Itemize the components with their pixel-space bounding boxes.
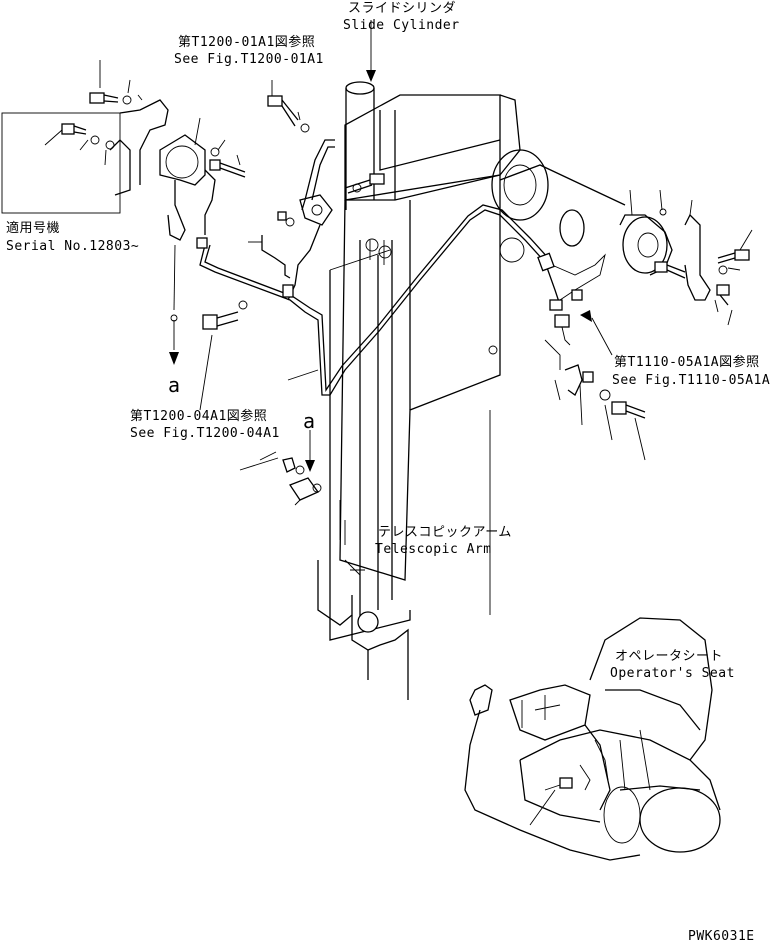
boom-body (317, 94, 626, 700)
svg-text:第T1200-04A1図参照: 第T1200-04A1図参照 (130, 408, 267, 424)
label-ref-t1200-04: 第T1200-04A1図参照 See Fig.T1200-04A1 (130, 408, 280, 441)
label-ref-t1110-05: 第T1110-05A1A図参照 See Fig.T1110-05A1A (612, 354, 770, 388)
marker-a-left: a (168, 373, 180, 397)
label-slide-cylinder: スライドシリンダ Slide Cylinder (343, 1, 460, 33)
label-serial: 適用号機 Serial No.12803~ (6, 220, 139, 254)
svg-text:テレスコピックアーム: テレスコピックアーム (378, 525, 512, 540)
svg-text:適用号機: 適用号機 (6, 220, 60, 236)
label-telescopic-arm: テレスコピックアーム Telescopic Arm (375, 525, 512, 557)
drawing-code: PWK6031E (688, 929, 755, 944)
right-assembly (544, 189, 753, 461)
svg-text:Operator's Seat: Operator's Seat (610, 666, 735, 681)
operator-seat (464, 617, 721, 861)
small-bracket-a (239, 430, 322, 506)
label-ref-t1200-01: 第T1200-01A1図参照 See Fig.T1200-01A1 (174, 34, 324, 67)
svg-text:Slide Cylinder: Slide Cylinder (343, 18, 460, 33)
svg-text:See Fig.T1110-05A1A: See Fig.T1110-05A1A (612, 373, 770, 388)
label-operator-seat: オペレータシート Operator's Seat (610, 649, 735, 681)
svg-text:Telescopic Arm: Telescopic Arm (375, 542, 492, 557)
svg-text:スライドシリンダ: スライドシリンダ (348, 1, 456, 16)
marker-a-center: a (303, 409, 315, 433)
slide-cylinder (345, 20, 376, 210)
svg-text:See Fig.T1200-01A1: See Fig.T1200-01A1 (174, 52, 324, 67)
left-assembly (1, 60, 246, 365)
center-bracket (248, 80, 385, 279)
wiring-harness (196, 139, 606, 396)
svg-text:第T1110-05A1A図参照: 第T1110-05A1A図参照 (614, 354, 760, 370)
svg-text:Serial No.12803~: Serial No.12803~ (6, 239, 139, 254)
lower-left-bolt (199, 300, 319, 411)
svg-text:See Fig.T1200-04A1: See Fig.T1200-04A1 (130, 426, 280, 441)
svg-text:第T1200-01A1図参照: 第T1200-01A1図参照 (178, 34, 315, 50)
svg-text:オペレータシート: オペレータシート (615, 649, 723, 664)
